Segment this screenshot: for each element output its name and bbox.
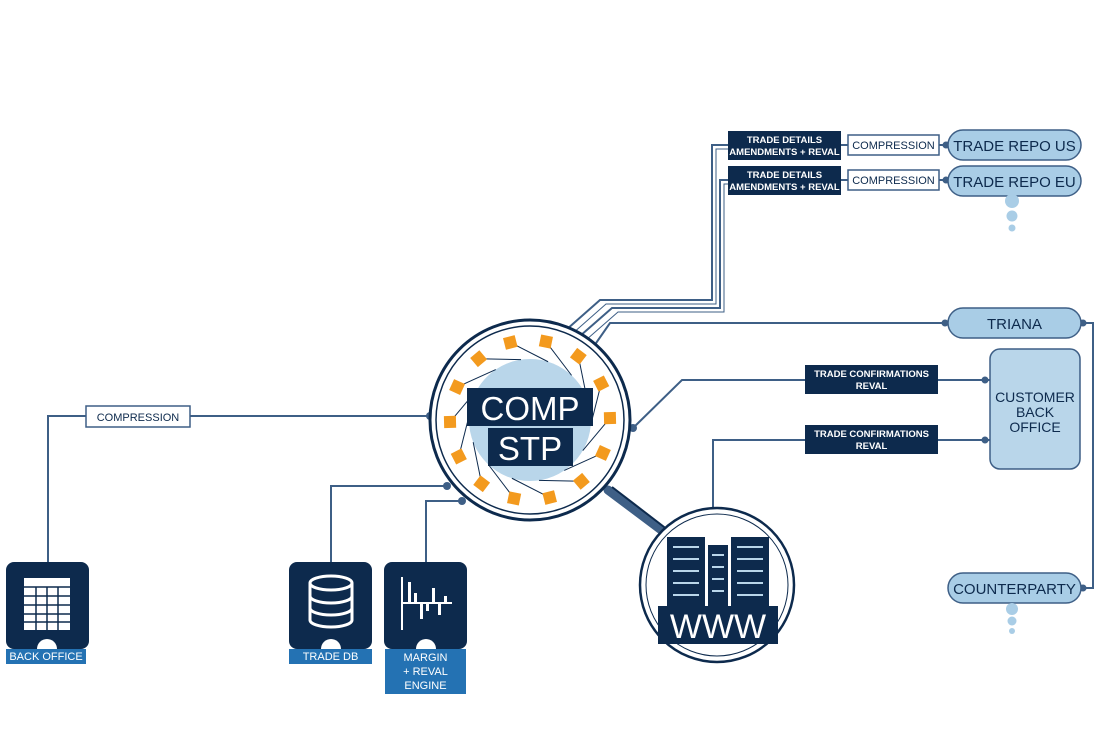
counterparty-group: COUNTERPARTY	[947, 572, 1082, 634]
confirm-1-tag	[805, 365, 938, 394]
repo-us-tag-line2: AMENDMENTS + REVAL	[729, 147, 840, 158]
connector-trade-db	[330, 485, 447, 562]
connector-back-office	[47, 415, 86, 562]
hub-title-comp: COMP	[481, 390, 580, 427]
connector-triana-counterparty	[1081, 322, 1094, 589]
back-office-group: BACK OFFICE	[6, 562, 89, 664]
hub-node	[569, 347, 587, 365]
confirm-1-line2: REVAL	[856, 381, 888, 392]
hub-node	[538, 334, 553, 349]
margin-engine-label-box	[385, 649, 466, 694]
hub-node	[449, 379, 466, 395]
hub-node	[507, 491, 522, 506]
repo-eu-compression-box	[847, 169, 940, 191]
triana-group: TRIANA	[947, 307, 1082, 339]
repo-us-compression-label: COMPRESSION	[852, 140, 935, 152]
connector-repo-eu	[579, 179, 728, 337]
stp-banner	[488, 428, 573, 466]
confirm-1-group: TRADE CONFIRMATIONS REVAL	[805, 365, 938, 394]
confirm-1-line1: TRADE CONFIRMATIONS	[814, 369, 929, 380]
repo-eu-tag	[728, 166, 841, 195]
margin-engine-line1: MARGIN	[404, 652, 448, 664]
customer-back-office-group: CUSTOMER BACK OFFICE	[989, 348, 1081, 470]
trade-repo-us-pill	[947, 129, 1082, 161]
server-rack-slots	[673, 546, 763, 596]
margin-engine-port	[416, 639, 436, 649]
repo-us-tag-line1: TRADE DETAILS	[747, 135, 822, 146]
trade-repo-us-label: TRADE REPO US	[953, 138, 1076, 155]
repo-eu-tag-line1: TRADE DETAILS	[747, 170, 822, 181]
connectors	[47, 144, 1094, 589]
margin-engine-line3: ENGINE	[404, 680, 446, 692]
hub-node	[473, 475, 491, 493]
back-office-label: BACK OFFICE	[9, 651, 82, 663]
left-compression-label: COMPRESSION	[97, 412, 180, 424]
trade-repo-eu-label: TRADE REPO EU	[953, 174, 1076, 191]
comp-stp-hub: COMP STP	[428, 318, 632, 522]
hub-node	[450, 448, 467, 465]
hub-node	[572, 472, 590, 490]
spreadsheet-icon	[24, 578, 70, 630]
customer-back-office-line3: OFFICE	[1009, 419, 1060, 435]
margin-engine-line2: + REVAL	[403, 666, 448, 678]
triana-pill	[947, 307, 1082, 339]
repo-more-dots	[1005, 194, 1019, 232]
magnifier-handle	[603, 485, 673, 540]
hub-node	[593, 375, 610, 392]
left-compression-box	[85, 405, 191, 428]
counterparty-more-dots	[1006, 603, 1018, 634]
hub-title-stp: STP	[498, 430, 562, 467]
triana-label: TRIANA	[987, 316, 1042, 333]
left-compression-group: COMPRESSION	[85, 405, 191, 428]
connector-margin	[425, 500, 462, 562]
confirm-2-line1: TRADE CONFIRMATIONS	[814, 429, 929, 440]
trade-db-label-box	[289, 649, 372, 664]
connector-triana	[593, 322, 948, 347]
connector-confirm-1	[632, 379, 805, 429]
database-icon	[308, 574, 354, 629]
hub-node	[443, 415, 457, 429]
margin-engine-tile	[384, 562, 467, 649]
hub-nodes	[443, 334, 617, 506]
comp-banner	[467, 388, 593, 426]
server-rack-icon	[667, 537, 769, 609]
hub-node	[503, 335, 518, 350]
repo-eu-group: TRADE DETAILS AMENDMENTS + REVAL COMPRES…	[728, 165, 1082, 197]
hub-node	[470, 350, 488, 368]
back-office-label-box	[6, 649, 86, 664]
trade-db-group: TRADE DB	[289, 562, 372, 664]
confirm-2-group: TRADE CONFIRMATIONS REVAL	[805, 425, 938, 454]
hub-node	[603, 411, 617, 425]
hub-node	[542, 490, 557, 505]
hub-node	[594, 445, 611, 461]
confirm-2-line2: REVAL	[856, 441, 888, 452]
www-banner	[658, 606, 778, 644]
repo-us-group: TRADE DETAILS AMENDMENTS + REVAL COMPRES…	[728, 129, 1082, 161]
customer-back-office-line2: BACK	[1016, 404, 1055, 420]
bar-chart-icon	[401, 577, 452, 630]
counterparty-pill	[947, 572, 1082, 604]
trade-db-label: TRADE DB	[303, 651, 359, 663]
customer-back-office-line1: CUSTOMER	[995, 389, 1075, 405]
margin-engine-group: MARGIN + REVAL ENGINE	[384, 562, 467, 694]
connector-confirm-2	[712, 439, 805, 510]
confirm-2-tag	[805, 425, 938, 454]
counterparty-label: COUNTERPARTY	[953, 581, 1076, 598]
customer-back-office-box	[989, 348, 1081, 470]
www-server-group: WWW	[638, 506, 796, 664]
repo-us-compression-box	[847, 134, 940, 156]
back-office-port	[37, 639, 57, 649]
www-label: WWW	[670, 608, 766, 646]
trade-db-port	[321, 639, 341, 649]
repo-eu-compression-label: COMPRESSION	[852, 175, 935, 187]
connector-repo-us	[565, 144, 728, 331]
repo-eu-tag-line2: AMENDMENTS + REVAL	[729, 182, 840, 193]
repo-us-tag	[728, 131, 841, 160]
